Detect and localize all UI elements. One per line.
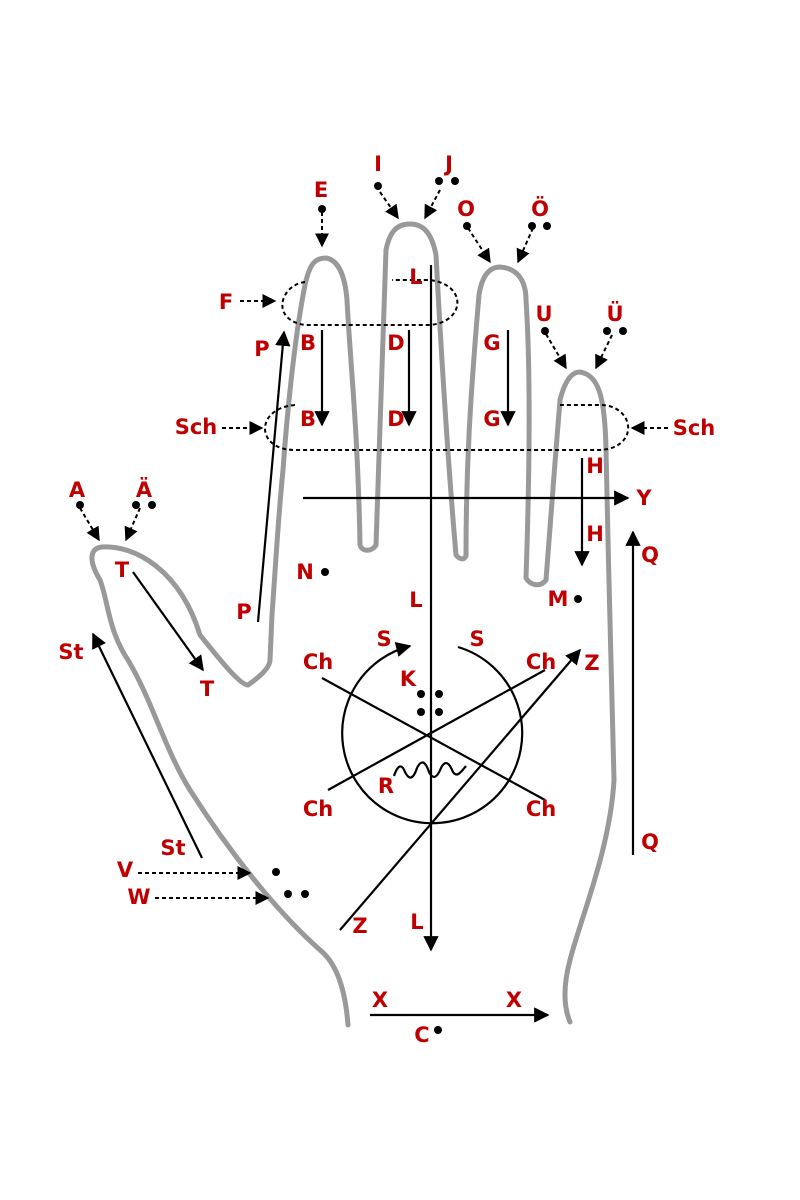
label-N: N [296,560,314,584]
dot-UE-1 [603,327,611,335]
wave-R [392,761,467,779]
hand-outline [89,221,617,1028]
dashed-arrows [79,189,668,905]
dot-N [321,568,329,576]
dot-OE-2 [543,222,551,230]
label-St-bottom: St [160,836,185,860]
dash-arrow-UE [595,334,613,370]
label-Q-bottom: Q [641,830,659,854]
label-OE: Ö [531,196,549,221]
label-D-bottom: D [387,407,404,431]
label-P-top: P [254,337,269,361]
label-Z-bottom: Z [352,914,367,938]
dot-AE-1 [132,501,140,509]
label-G-bottom: G [483,407,500,431]
dash-arrow-AE [124,507,141,542]
label-L-bottom: L [410,910,423,934]
label-H-bottom: H [586,522,604,546]
dot-K-4 [435,708,443,716]
line-Ch-diagonal-2 [327,669,546,791]
label-M: M [548,587,569,611]
dot-J-2 [451,177,459,185]
dot-OE-1 [528,222,536,230]
arrow-P [256,330,291,623]
line-Ch-diagonal-1 [321,677,546,801]
label-D-top: D [387,331,404,355]
label-E: E [314,178,328,202]
label-Z-top: Z [584,651,599,675]
letter-labels: E I J O Ö U Ü F P B D G L Sch B D G Sch … [58,152,715,1047]
dash-arrow-I [379,191,399,220]
dashed-finger-bands [264,279,630,451]
dots [76,177,627,1034]
label-R: R [378,774,394,798]
dot-J-1 [435,177,443,185]
label-Sch-left: Sch [175,415,218,439]
upper-dashed-band [281,279,459,326]
label-O: O [457,197,475,221]
label-P-bottom: P [236,600,251,624]
label-St-top: St [58,640,83,664]
dot-M [574,595,582,603]
label-T-bottom: T [200,677,215,701]
label-F: F [219,290,233,314]
dash-arrow-OE [516,227,534,264]
dot-K-2 [435,690,443,698]
label-L-middle: L [409,588,422,612]
label-Sch-right: Sch [673,416,716,440]
dot-C [434,1026,442,1034]
label-B-bottom: B [300,407,316,431]
label-V: V [117,858,134,882]
dot-E [318,205,326,213]
label-K: K [400,667,417,691]
dot-W-2 [301,890,309,898]
label-J: J [443,152,453,176]
dot-I [374,182,382,190]
dot-V [272,868,280,876]
dot-AE-2 [148,501,156,509]
label-H-top: H [586,454,604,478]
label-T-top: T [115,558,130,582]
label-S-right: S [469,627,484,651]
label-AE: Ä [136,477,153,502]
arrow-T [132,571,204,672]
hand-left-contour [89,221,617,1028]
label-U: U [535,302,552,326]
dash-arrow-O [467,227,491,264]
label-Ch-top-right: Ch [526,650,556,674]
dash-arrow-U [545,333,567,370]
label-Q-top: Q [641,543,659,567]
arrow-Z [339,648,582,931]
label-I: I [374,152,382,176]
solid-arrows [92,265,641,1023]
dash-arrow-J [424,189,441,220]
label-X-right: X [506,988,522,1012]
dot-U [541,327,549,335]
label-A: A [69,478,86,502]
circle-Ch [341,641,524,825]
label-S-left: S [376,627,391,651]
lower-dashed-band [264,404,630,451]
dot-UE-2 [619,327,627,335]
label-B-top: B [300,331,316,355]
label-C: C [414,1023,429,1047]
label-Ch-bottom-left: Ch [303,797,333,821]
dot-W-1 [284,890,292,898]
label-Y: Y [635,486,652,510]
label-Ch-bottom-right: Ch [526,797,556,821]
label-UE: Ü [606,301,623,326]
dash-arrow-A [79,507,100,542]
dot-A [76,501,84,509]
label-X-left: X [372,988,388,1012]
dot-K-1 [417,690,425,698]
label-G-top: G [483,331,500,355]
label-W: W [127,885,150,909]
label-Ch-top-left: Ch [303,650,333,674]
label-L-top: L [409,265,422,289]
dot-O [463,222,471,230]
arrow-St [92,632,203,859]
dot-K-3 [417,708,425,716]
